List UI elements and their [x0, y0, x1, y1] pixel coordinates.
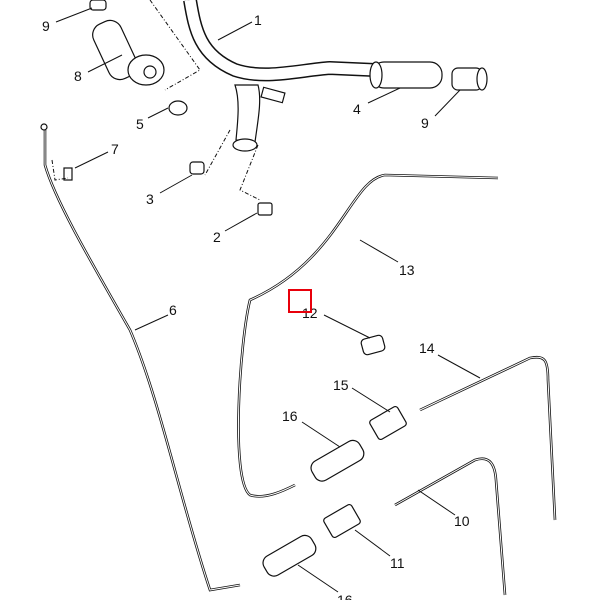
callout-7: 7: [111, 141, 119, 157]
part-3: [189, 161, 205, 175]
cable-13: [237, 173, 499, 498]
callout-16b: 16: [337, 592, 353, 600]
part-7-screw: [63, 167, 73, 181]
part-5: [168, 100, 188, 116]
callout-9: 9: [42, 18, 50, 34]
callout-13: 13: [399, 262, 415, 278]
callout-4: 4: [353, 101, 361, 117]
callout-14: 14: [419, 340, 435, 356]
cable-6: [43, 130, 241, 592]
callout-3: 3: [146, 191, 154, 207]
callout-12: 12: [302, 305, 318, 321]
callout-6: 6: [169, 302, 177, 318]
sleeve-16a: [310, 439, 365, 482]
callout-5: 5: [136, 116, 144, 132]
grip-right-part: [369, 61, 488, 91]
housing-15: [369, 405, 407, 441]
grip-left-part: [89, 0, 165, 86]
part-12: [360, 334, 386, 356]
selection-highlight-box[interactable]: [288, 289, 312, 313]
sleeve-16b: [262, 534, 317, 577]
callout-9b: 9: [421, 115, 429, 131]
handlebar-part: [183, 0, 376, 152]
callout-11: 11: [390, 555, 405, 571]
cable-14: [419, 355, 557, 521]
part-2-bolt: [257, 202, 273, 216]
callout-8: 8: [74, 68, 82, 84]
callout-16: 16: [282, 408, 298, 424]
callout-15: 15: [333, 377, 349, 393]
callout-2: 2: [213, 229, 221, 245]
callout-10: 10: [454, 513, 470, 529]
housing-11: [323, 503, 361, 539]
cable-10: [394, 457, 507, 596]
callout-1: 1: [254, 12, 262, 28]
